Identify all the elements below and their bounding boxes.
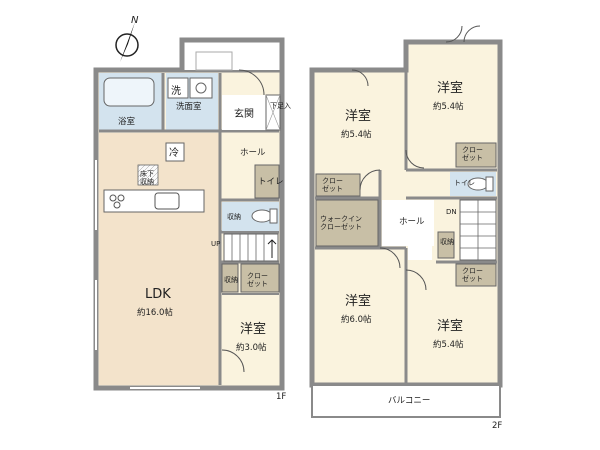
stairs-up-label: UP: [211, 240, 220, 248]
room-label-storage: トイレ: [258, 177, 284, 187]
cabinet-cross: [265, 94, 281, 131]
stairs-2f: [459, 199, 497, 261]
room-label-closet-ne: クローゼット: [462, 146, 483, 162]
toilet-tank-icon: [269, 208, 278, 224]
room-area-yoshitsu-nw: 約5.4帖: [341, 129, 372, 140]
door-swing: [463, 25, 481, 43]
compass: N: [115, 15, 139, 62]
fridge-label: 冷: [169, 146, 179, 159]
storage-closet: [254, 164, 280, 199]
room-area-yoshitsu-1f: 約3.0帖: [236, 342, 267, 353]
storage-2f: [437, 231, 455, 259]
stairs-up-arrow-icon: [267, 239, 277, 258]
floor-1f: 浴室 洗面室 洗 玄関 下足入 ホール トイレ 収納 UP 冷 床下収納 LDK…: [93, 37, 291, 402]
room-label-balcony: バルコニー: [388, 396, 430, 406]
north-arrow-icon: [120, 22, 135, 62]
compass-north-label: N: [131, 15, 139, 26]
storage-closet-2: [221, 263, 239, 293]
room-label-washroom: 洗面室: [176, 101, 202, 112]
floor-label-1f: 1F: [276, 392, 286, 402]
room-label-yoshitsu-se: 洋室: [437, 318, 463, 334]
door-swing: [359, 169, 381, 191]
room-label-yoshitsu-ne: 洋室: [437, 80, 463, 96]
sink-bowl-icon: [195, 82, 207, 94]
room-label-wic: ウォークインクローゼット: [320, 215, 362, 231]
shoe-cabinet-label: 下足入: [270, 102, 291, 110]
ldk-floor: [99, 133, 219, 385]
room-label-toilet: 収納: [227, 212, 241, 221]
closet-ne: [455, 142, 497, 168]
stairs-1f: [223, 233, 279, 262]
kitchen-counter: [103, 189, 205, 213]
room-label-ldk: LDK: [145, 287, 171, 302]
room-label-yoshitsu-nw: 洋室: [345, 108, 371, 124]
room-label-closet-1f: クローゼット: [247, 272, 268, 288]
room-label-bath: 浴室: [118, 116, 136, 127]
toilet-icon: [251, 209, 273, 223]
room-area-yoshitsu-sw: 約6.0帖: [341, 314, 372, 325]
toilet-2f-tank-icon: [485, 176, 494, 192]
kitchen-sink-icon: [154, 192, 180, 210]
entry-door-swing: [238, 69, 265, 96]
room-label-yoshitsu-1f: 洋室: [240, 321, 266, 337]
closet-nw: [315, 173, 361, 197]
door-swing: [351, 69, 369, 87]
stairs-dn-label: DN: [446, 208, 457, 216]
underfloor-storage-hatch: [137, 164, 159, 186]
door-swing: [405, 149, 425, 169]
washer-icon: [167, 77, 189, 99]
door-swing: [379, 247, 401, 269]
room-area-yoshitsu-ne: 約5.4帖: [433, 101, 464, 112]
room-label-hall-2f: ホール: [399, 217, 425, 227]
floor-2f: 洋室 約5.4帖 洋室 約5.4帖 洋室 約6.0帖 洋室 約5.4帖 ウォーク…: [309, 25, 503, 431]
porch-step: [195, 51, 233, 71]
room-label-storage-2f: 収納: [440, 237, 454, 246]
door-swing: [221, 349, 245, 373]
door-swing: [405, 269, 427, 291]
room-label-closet-se: クローゼット: [462, 267, 483, 283]
washer-label: 洗: [171, 85, 181, 97]
stove-burner-icon: [117, 194, 125, 202]
closet-se: [455, 263, 497, 287]
room-area-ldk: 約16.0帖: [137, 307, 173, 318]
bathtub-icon: [103, 77, 155, 107]
genkan-floor: [222, 95, 266, 130]
compass-ring-icon: [115, 33, 139, 57]
porch-wall: [179, 37, 285, 70]
stove-burner-icon: [109, 194, 117, 202]
room-label-genkan: 玄関: [234, 107, 254, 120]
room-label-hall: ホール: [240, 148, 266, 158]
door-swing: [445, 25, 463, 43]
room-label-yoshitsu-sw: 洋室: [345, 293, 371, 309]
sink-icon: [189, 77, 213, 99]
closet-1f: [240, 263, 280, 293]
room-label-closet-nw: クローゼット: [322, 177, 343, 193]
walk-in-closet: [315, 199, 379, 247]
fridge-icon: [165, 142, 185, 162]
room-area-yoshitsu-se: 約5.4帖: [433, 339, 464, 350]
room-label-toilet-2f: トイレ: [454, 179, 475, 187]
floor-label-2f: 2F: [492, 421, 502, 431]
room-label-storage-2: 収納: [224, 275, 238, 284]
stove-burner-icon: [113, 201, 121, 209]
hall-2f-floor-lower: [408, 200, 432, 260]
underfloor-label: 床下収納: [140, 169, 154, 186]
